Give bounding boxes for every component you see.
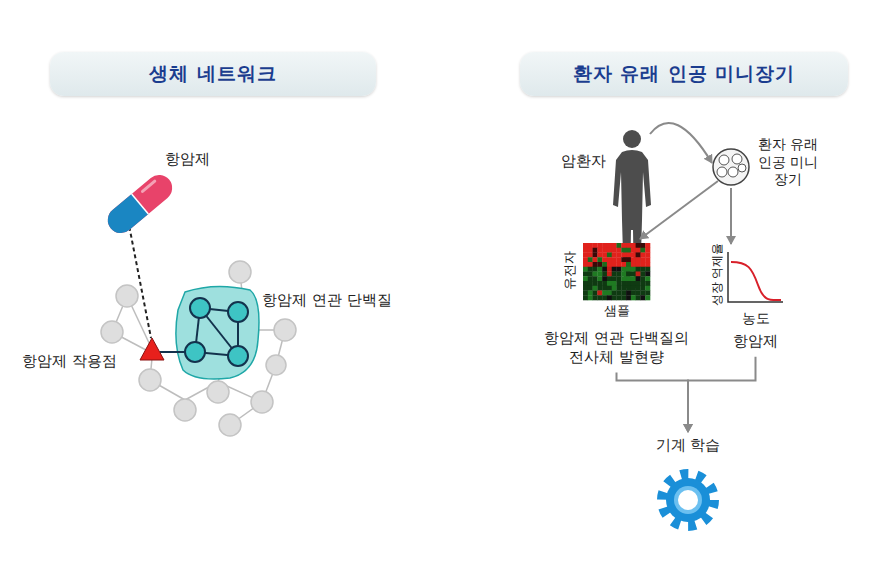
flow-arrow (640, 181, 718, 239)
target-label: 항암제 작용점 (22, 352, 117, 371)
node-text: 기계 학습 (628, 436, 748, 455)
flow-arrow (730, 188, 732, 244)
header-text: 생체 네트워크 (149, 62, 277, 86)
node-text: 유전자 (562, 240, 578, 300)
network-protein (101, 261, 296, 436)
header-text: 환자 유래 인공 미니장기 (573, 62, 796, 86)
node-text: 농도 (728, 310, 783, 328)
node-text: 환자 유래 인공 미니장기 (752, 136, 824, 189)
network-lines (112, 272, 285, 425)
node-text: 항암제 연관 단백질의 전사체 발현량 (536, 329, 697, 367)
protein-module (176, 286, 259, 379)
patient-node: 암환자 (612, 128, 654, 292)
panel-header: 생체 네트워크 (50, 52, 376, 96)
drug-target (140, 338, 164, 360)
drug-label: 항암제 (165, 150, 210, 169)
module-protein (185, 298, 248, 366)
protein-label: 항암제 연관 단백질 (262, 291, 392, 310)
flow-arrow (617, 373, 689, 433)
panel-header: 환자 유래 인공 미니장기 (520, 52, 848, 96)
heatmap (583, 243, 650, 300)
organoid (713, 149, 749, 185)
organoid-node: 환자 유래 인공 미니장기 (712, 148, 750, 186)
heatmap-node: 유전자샘플항암제 연관 단백질의 전사체 발현량 (583, 243, 650, 300)
drug-binding-line (128, 220, 151, 338)
node-text: 샘플 (583, 303, 650, 319)
dose-response-node: 성장 억제율농도항암제 (728, 250, 783, 302)
node-text: 항암제 (718, 332, 793, 351)
machine-learning-node: 기계 학습 (658, 470, 718, 530)
node-text: 성장 억제율 (710, 235, 725, 315)
gear-icon (663, 475, 713, 525)
flow-arrow (688, 357, 756, 432)
flow-arrow (650, 123, 712, 163)
patient-figure (613, 130, 651, 288)
dose-response-plot (728, 252, 783, 302)
drug-pill (103, 170, 178, 239)
node-text: 암환자 (550, 152, 606, 171)
